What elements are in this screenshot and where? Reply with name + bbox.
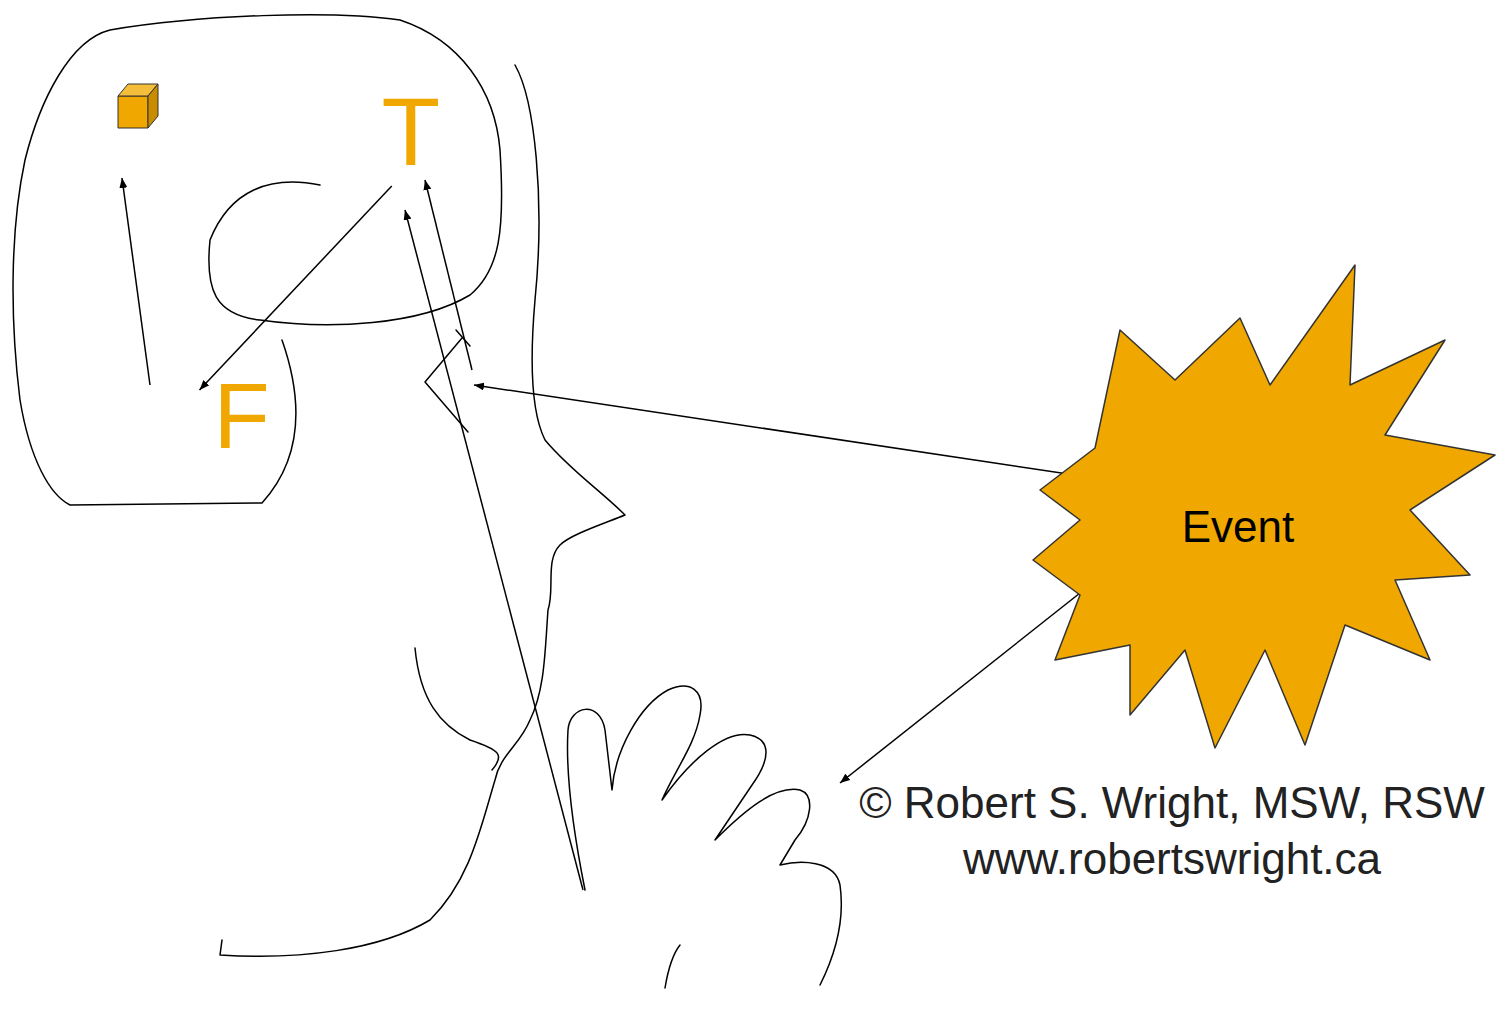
connector-arrow <box>200 186 392 390</box>
event-label: Event <box>1182 505 1295 549</box>
arrow-to-cube <box>122 178 150 385</box>
ear-sketch <box>425 330 470 432</box>
cube-side <box>148 84 158 128</box>
hand-sketch <box>567 686 841 988</box>
arrow-hand-to-t <box>405 210 583 890</box>
arrow-ear-to-t <box>425 180 472 370</box>
letter-node: T <box>372 78 453 186</box>
cube-front <box>118 96 148 128</box>
burst-shape <box>1033 265 1495 748</box>
letter-node: F <box>200 364 287 468</box>
node-letter: T <box>382 84 443 180</box>
face-profile <box>220 65 625 956</box>
website-url: www.robertswright.ca <box>963 834 1381 885</box>
arrow-event-to-ear <box>474 385 1095 478</box>
jaw-line <box>415 648 499 770</box>
arrow-event-to-hand <box>840 593 1080 783</box>
event-burst: Event <box>1030 262 1502 752</box>
brain-outline <box>13 15 502 505</box>
node-letter: F <box>214 370 273 462</box>
copyright-note: © Robert S. Wright, MSW, RSW <box>859 778 1485 829</box>
